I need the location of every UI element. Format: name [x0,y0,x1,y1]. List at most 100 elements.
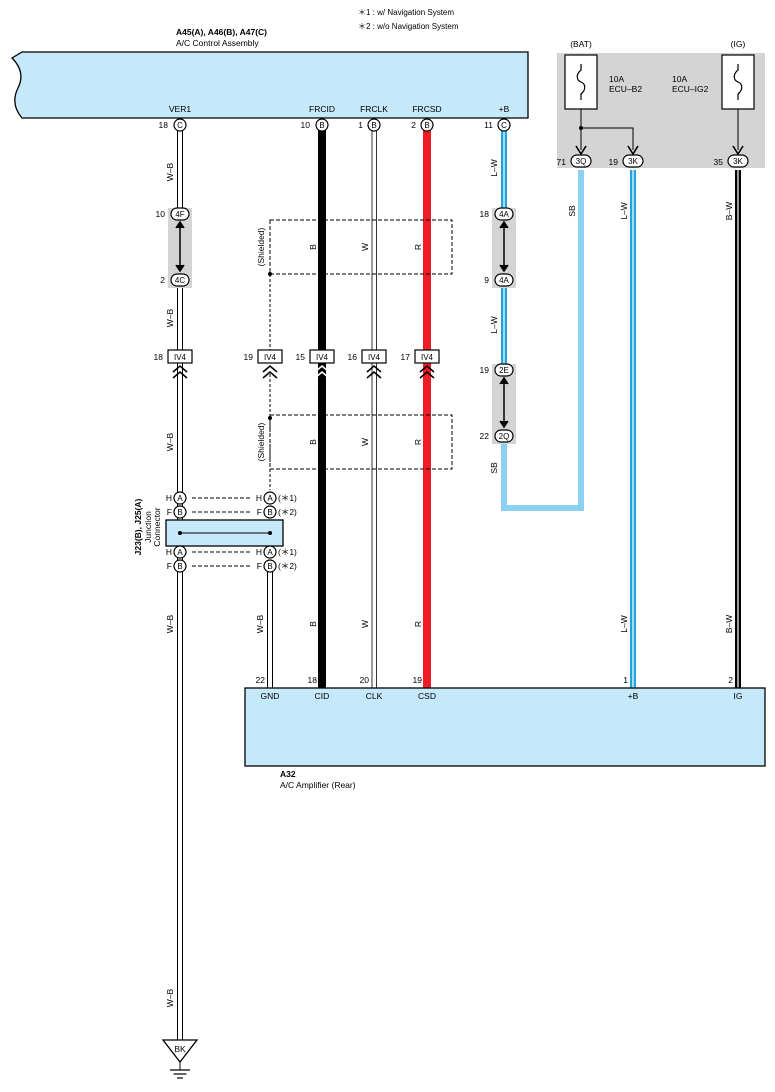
amp-pin-num-clk: 20 [360,675,370,685]
amp-pin-label-plus-b: +B [628,691,639,701]
control-assembly-id: A45(A), A46(B), A47(C) [176,27,267,37]
svg-text:F: F [257,507,262,517]
amplifier-name: A/C Amplifier (Rear) [280,780,356,790]
svg-text:19: 19 [244,352,254,362]
ca-pin-ver1: 18 C [159,118,187,132]
svg-text:10: 10 [156,209,166,219]
wire-label-r-2: R [413,439,423,445]
junction-row-f-bottom: F B F B (＊2) [167,559,297,573]
amp-pin-label-ig: IG [734,691,743,701]
svg-text:19: 19 [609,157,619,167]
wire-label-b-1: B [308,244,318,250]
connector-2e-2q: 19 2E 22 2Q [480,363,516,444]
svg-text:B: B [267,562,272,571]
junction-dot-left [178,531,182,535]
pin-label-frcsd: FRCSD [412,104,441,114]
iv4-connector-19: 19 IV4 [244,349,283,379]
wire-label-r-1: R [413,244,423,250]
iv4-connector-15: 15 IV4 [296,349,335,379]
svg-text:B: B [424,121,429,130]
control-assembly-box [10,51,529,119]
fuse-pin-3k-35: 35 3K [714,154,749,168]
wire-label-w-3: W [360,620,370,628]
fuse-ecu-b2-icon [576,64,586,100]
note-1: ＊1 : w/ Navigation System [358,8,454,17]
svg-text:F: F [167,561,172,571]
fuse-arrow-3 [732,145,744,156]
fuse-box-junction-dot [579,126,583,130]
ca-pin-frclk: 1 B [358,118,381,132]
svg-text:A: A [267,494,273,503]
svg-text:1: 1 [358,120,363,130]
wire-label-b-2: B [308,439,318,445]
amp-pin-num-cid: 18 [308,675,318,685]
wire-gnd-w-b [267,572,273,688]
svg-text:BK: BK [174,1044,186,1054]
fuse-arrow-1 [575,145,587,156]
iv4-connector-17: 17 IV4 [401,349,440,379]
svg-text:2: 2 [160,275,165,285]
svg-text:3Q: 3Q [576,157,587,166]
ground-icon: BK [161,1039,199,1079]
amp-pin-label-cid: CID [315,691,330,701]
wire-label-gnd-w-b: W–B [255,614,265,633]
amp-pin-label-csd: CSD [418,691,436,701]
svg-text:A: A [177,548,183,557]
amp-pin-num-ig: 2 [728,675,733,685]
fuse-ecu-ig2-icon [733,64,743,100]
svg-text:IV4: IV4 [421,353,434,362]
svg-text:4A: 4A [499,210,509,219]
svg-text:15: 15 [296,352,306,362]
svg-text:IV4: IV4 [174,353,187,362]
svg-text:C: C [501,121,507,130]
svg-text:11: 11 [484,120,493,130]
wire-label-l-w-4: L–W [619,615,629,632]
svg-text:B: B [371,121,376,130]
svg-text:2Q: 2Q [499,432,510,441]
svg-text:B: B [177,508,182,517]
shield-box-1 [269,219,453,275]
svg-text:18: 18 [159,120,169,130]
wire-label-sb-1: SB [489,462,499,474]
svg-text:(＊1): (＊1) [278,493,297,503]
svg-text:4A: 4A [499,276,509,285]
svg-text:19: 19 [480,365,490,375]
pin-label-frcid: FRCID [309,104,335,114]
shielded-label-1: (Shielded) [256,227,266,266]
svg-text:71: 71 [557,157,567,167]
pin-label-plus-b: +B [499,104,510,114]
svg-text:35: 35 [714,157,724,167]
fuse1-name: ECU–B2 [609,84,642,94]
junction-dot-right [268,531,272,535]
wire-w [371,130,377,688]
wire-label-w-b-5: W–B [165,988,175,1007]
ca-pin-plus-b: 11 C [484,118,511,132]
wire-label-w-2: W [360,438,370,446]
svg-text:F: F [167,507,172,517]
svg-text:2E: 2E [499,366,509,375]
wire-label-l-w-3: L–W [619,202,629,219]
amp-pin-num-plus-b: 1 [623,675,628,685]
amp-pin-num-csd: 19 [413,675,423,685]
amp-pin-num-gnd: 22 [256,675,266,685]
wire-label-b-w-2: B–W [724,615,734,633]
junction-row-f-top: F B F B (＊2) [167,505,297,519]
iv4-connector-18: 18 IV4 [154,349,193,379]
bat-label: (BAT) [570,39,592,49]
connector-4f-4c: 10 4F 2 4C [156,207,192,288]
fuse1-rating: 10A [609,74,624,84]
wire-sb [501,170,584,511]
wire-label-w-b-1: W–B [165,162,175,181]
note-2: ＊2 : w/o Navigation System [358,22,459,31]
svg-text:18: 18 [480,209,490,219]
svg-text:B: B [267,508,272,517]
svg-text:18: 18 [154,352,164,362]
svg-text:B: B [177,562,182,571]
svg-text:H: H [256,547,262,557]
svg-text:22: 22 [480,431,490,441]
svg-text:(＊1): (＊1) [278,547,297,557]
amp-pin-label-gnd: GND [261,691,280,701]
svg-text:4F: 4F [175,210,184,219]
wire-label-l-w-2: L–W [489,316,499,333]
